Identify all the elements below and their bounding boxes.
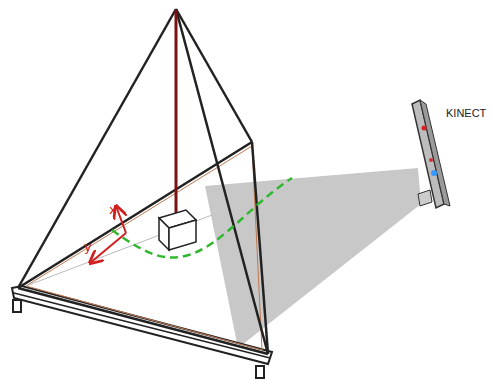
- axis-label: x: [109, 203, 117, 216]
- trajectory: [112, 178, 292, 258]
- device-label: KINECT: [446, 108, 486, 119]
- foot: [256, 366, 264, 378]
- axis-label: y: [84, 240, 92, 253]
- base-platform: [12, 286, 272, 364]
- y-axis-arrow: [90, 233, 126, 263]
- x-axis-arrow: [116, 206, 126, 233]
- hanging-box: [159, 210, 196, 250]
- base-edge: [14, 293, 270, 358]
- floor-triangle: [26, 146, 262, 350]
- pyramid-frame: [18, 9, 268, 354]
- kinect-field-of-view: [205, 168, 421, 348]
- suspension-rope: [175, 10, 178, 214]
- foot: [13, 300, 21, 312]
- kinect-sensor: [412, 100, 450, 208]
